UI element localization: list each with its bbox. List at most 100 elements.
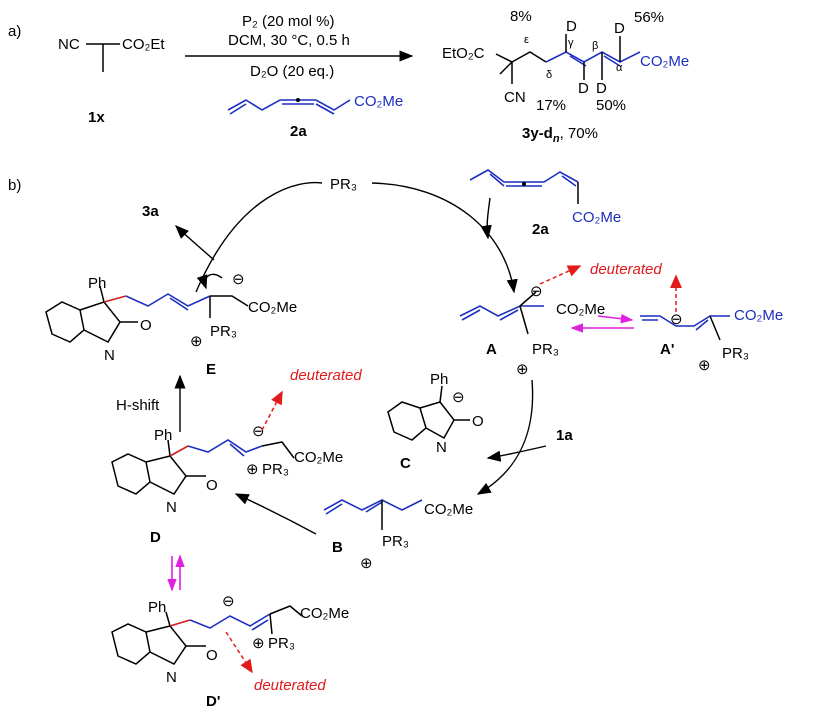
D-plus: ⊕ — [246, 461, 259, 478]
arrow-B-to-D — [234, 493, 317, 535]
d-gamma: D — [566, 18, 577, 35]
greek-gam: γ — [568, 37, 574, 49]
equilibrium-A-Ap — [570, 313, 634, 333]
sm-nc-label: NC — [58, 36, 80, 53]
C-o: O — [472, 413, 484, 430]
E-id: E — [206, 361, 216, 378]
D-pr3: PR₃ — [262, 461, 289, 478]
allene-b-id: 2a — [532, 221, 549, 238]
intermediate-A: ⊖ CO₂Me PR₃ ⊕ A — [459, 265, 605, 378]
allene-2a-a: CO₂Me 2a — [227, 93, 403, 140]
panel-b-label: b) — [8, 177, 21, 194]
Ap-minus: ⊖ — [670, 311, 683, 328]
greek-eps: ε — [524, 34, 529, 46]
arrow-to-3a — [175, 225, 215, 261]
product-3y: EtO₂C CN CO₂Me D D D D ε δ γ β α 8% 56% … — [442, 8, 689, 145]
Ap-pr3: PR₃ — [722, 345, 749, 362]
B-plus: ⊕ — [360, 555, 373, 572]
panel-a-label: a) — [8, 23, 21, 40]
B-pr3: PR₃ — [382, 533, 409, 550]
arrow-2a-in — [480, 197, 492, 240]
intermediate-E: Ph ⊖ CO₂Me PR₃ ⊕ O N E — [45, 271, 297, 378]
C-minus: ⊖ — [452, 389, 465, 406]
E-ph: Ph — [88, 275, 106, 292]
E-pr3: PR₃ — [210, 323, 237, 340]
Ap-plus: ⊕ — [698, 357, 711, 374]
D-n: N — [166, 499, 177, 516]
allene-b-ester: CO₂Me — [572, 209, 621, 226]
intermediate-Ap: ⊖ CO₂Me PR₃ ⊕ A' — [640, 274, 783, 374]
C-id: C — [400, 455, 411, 472]
deuterated-label-Dp: deuterated — [254, 677, 326, 694]
sm-ester-label: CO₂Et — [122, 36, 165, 53]
d-beta: D — [596, 80, 607, 97]
D-minus: ⊖ — [252, 423, 265, 440]
pct-del: 17% — [536, 97, 566, 114]
pct-bet: 50% — [596, 97, 626, 114]
E-plus: ⊕ — [190, 333, 203, 350]
D-ph: Ph — [154, 427, 172, 444]
allene-a-id: 2a — [290, 123, 307, 140]
pct-alp: 56% — [634, 9, 664, 26]
E-minus: ⊖ — [232, 271, 245, 288]
prod-id-sub: n — [553, 133, 560, 145]
prod-ester-right: CO₂Me — [640, 53, 689, 70]
Dp-pr3: PR₃ — [268, 635, 295, 652]
reaction-arrow-a: P₂ (20 mol %) DCM, 30 °C, 0.5 h D₂O (20 … — [185, 13, 414, 80]
E-n: N — [104, 347, 115, 364]
allene-2a-b: CO₂Me 2a — [469, 169, 621, 240]
prod-id: 3y-dn, 70% — [522, 125, 598, 145]
arrow-e-to-pr3 — [195, 181, 323, 293]
allene-a-ester: CO₂Me — [354, 93, 403, 110]
intermediate-C: Ph ⊖ O N C — [387, 371, 484, 472]
intermediate-D: Ph ⊖ CO₂Me PR₃ ⊕ O N D — [111, 390, 343, 546]
E-ester: CO₂Me — [248, 299, 297, 316]
deuterated-label-A: deuterated — [590, 261, 662, 278]
Dp-minus: ⊖ — [222, 593, 235, 610]
arrow-A-to-B — [476, 379, 534, 495]
d-delta: D — [578, 80, 589, 97]
D-o: O — [206, 477, 218, 494]
sm-id-label: 1x — [88, 109, 105, 126]
prod-cn: CN — [504, 89, 526, 106]
Ap-id: A' — [660, 341, 674, 358]
Dp-o: O — [206, 647, 218, 664]
Dp-id: D' — [206, 693, 220, 710]
A-id: A — [486, 341, 497, 358]
Dp-plus: ⊕ — [252, 635, 265, 652]
A-ester: CO₂Me — [556, 301, 605, 318]
condition-solvent: DCM, 30 °C, 0.5 h — [228, 32, 350, 49]
Dp-ester: CO₂Me — [300, 605, 349, 622]
prod-id-main: 3y-d — [522, 125, 553, 142]
D-id: D — [150, 529, 161, 546]
greek-bet: β — [592, 40, 598, 52]
C-ph: Ph — [430, 371, 448, 388]
greek-alp: α — [616, 62, 623, 74]
arrow-to-C — [486, 445, 547, 462]
B-id: B — [332, 539, 343, 556]
B-ester: CO₂Me — [424, 501, 473, 518]
pct-eps: 8% — [510, 8, 532, 25]
A-minus: ⊖ — [530, 283, 543, 300]
greek-del: δ — [546, 69, 552, 81]
pr3-top: PR₃ — [330, 176, 357, 193]
starting-material-1x: NC CO₂Et 1x — [58, 36, 165, 126]
condition-catalyst: P₂ (20 mol %) — [242, 13, 335, 30]
Dp-ph: Ph — [148, 599, 166, 616]
arrow-pr3-to-a — [371, 182, 518, 294]
D-ester: CO₂Me — [294, 449, 343, 466]
A-pr3: PR₃ — [532, 341, 559, 358]
intermediate-Dp: Ph ⊖ CO₂Me PR₃ ⊕ O N D' — [111, 593, 349, 710]
Dp-n: N — [166, 669, 177, 686]
d-alpha: D — [614, 20, 625, 37]
E-o: O — [140, 317, 152, 334]
deuterated-label-D: deuterated — [290, 367, 362, 384]
reagent-1a: 1a — [556, 427, 573, 444]
hshift-label: H-shift — [116, 397, 160, 414]
Ap-ester: CO₂Me — [734, 307, 783, 324]
prod-ester-left: EtO₂C — [442, 45, 485, 62]
intermediate-B: CO₂Me PR₃ ⊕ B — [323, 499, 473, 572]
condition-d2o: D₂O (20 eq.) — [250, 63, 334, 80]
